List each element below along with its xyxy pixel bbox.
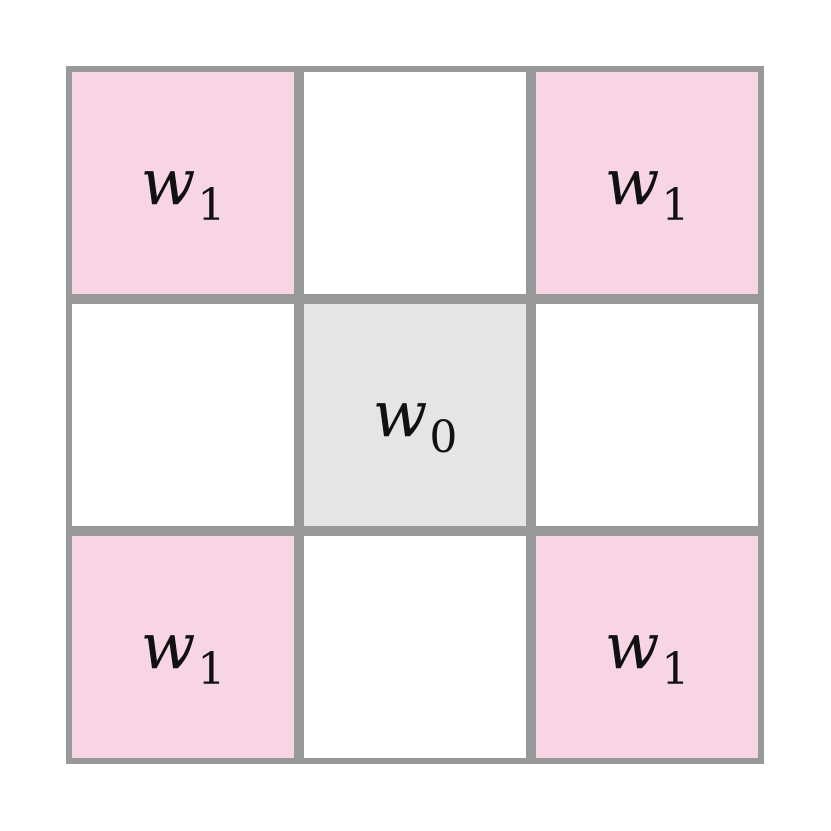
cell-bottom-left: w1 <box>72 536 294 758</box>
weight-label: w1 <box>604 610 690 695</box>
cell-top-center <box>304 72 526 294</box>
weight-label: w0 <box>372 378 458 463</box>
cell-middle-left <box>72 304 294 526</box>
weight-label: w1 <box>604 146 690 231</box>
cell-top-right: w1 <box>536 72 758 294</box>
cell-top-left: w1 <box>72 72 294 294</box>
weight-label: w1 <box>140 146 226 231</box>
cell-bottom-right: w1 <box>536 536 758 758</box>
kernel-grid: w1 w1 w0 w1 w1 <box>66 66 764 764</box>
cell-middle-right <box>536 304 758 526</box>
weight-label: w1 <box>140 610 226 695</box>
cell-bottom-center <box>304 536 526 758</box>
cell-center: w0 <box>304 304 526 526</box>
